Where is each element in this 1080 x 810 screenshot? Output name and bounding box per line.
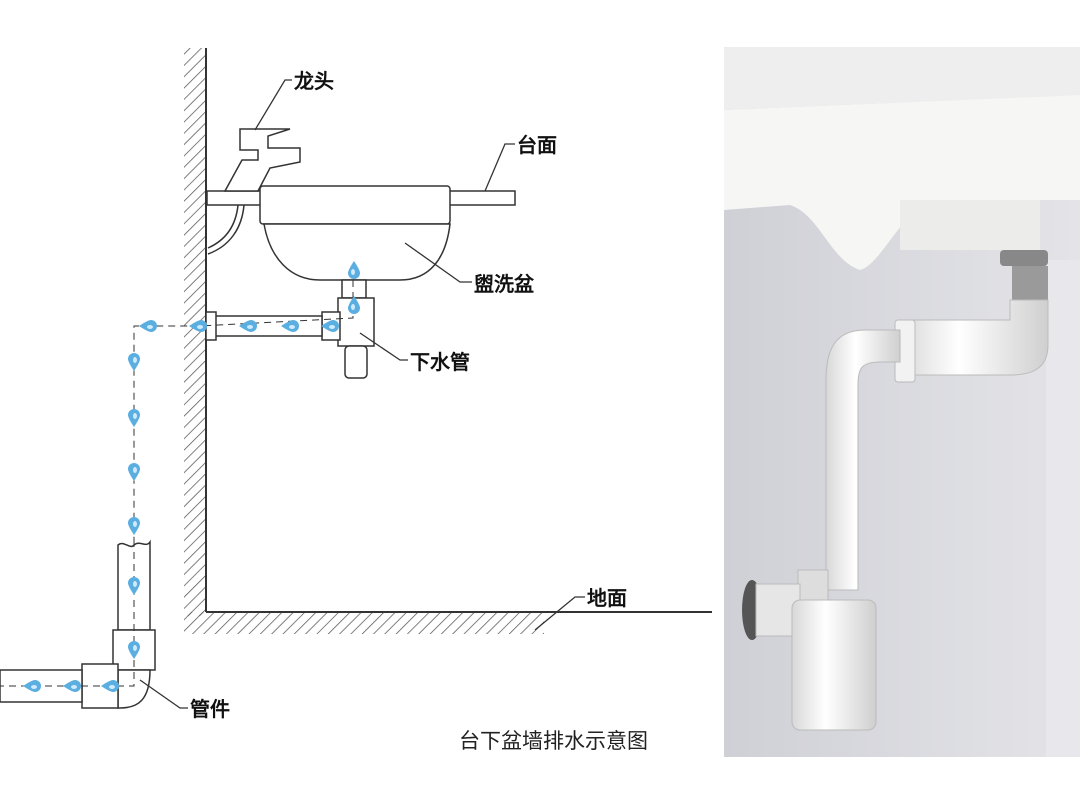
label-drain-pipe: 下水管 — [410, 350, 470, 374]
faucet — [207, 128, 301, 255]
label-floor: 地面 — [587, 586, 627, 610]
label-countertop: 台面 — [517, 133, 557, 157]
diagram-caption: 台下盆墙排水示意图 — [459, 729, 648, 753]
wall — [184, 48, 207, 616]
label-basin: 盥洗盆 — [474, 272, 535, 296]
basin — [259, 185, 451, 281]
label-faucet: 龙头 — [294, 69, 334, 93]
label-fitting: 管件 — [190, 697, 230, 721]
floor — [184, 611, 712, 634]
leader-lines — [139, 79, 585, 709]
sink-drain-photo — [724, 47, 1080, 757]
